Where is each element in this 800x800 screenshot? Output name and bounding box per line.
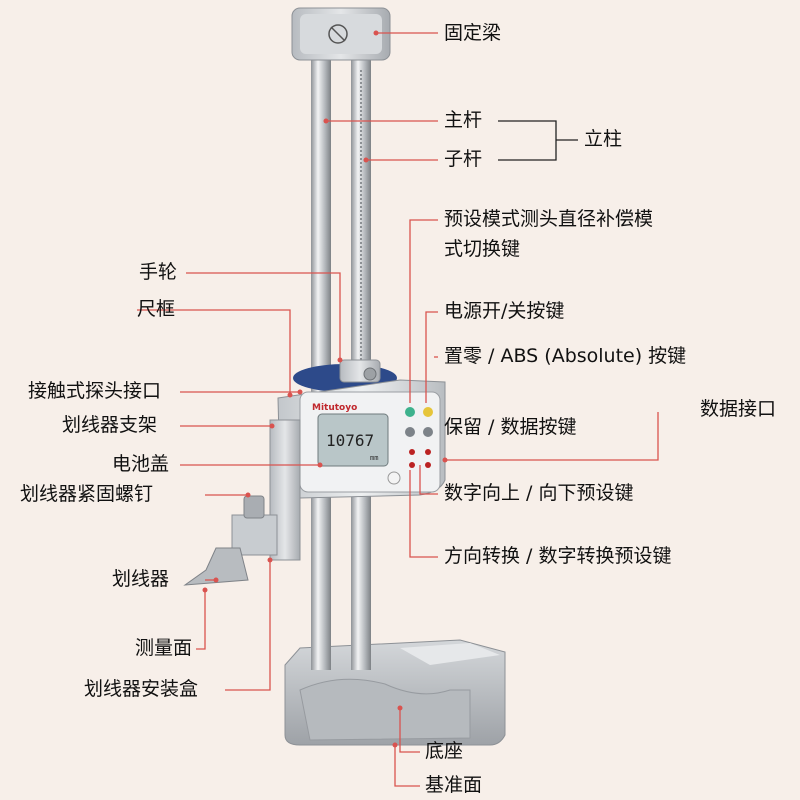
label-reference-face: 基准面 bbox=[425, 774, 483, 796]
slider-body: Mitutoyo 10767 mm bbox=[277, 379, 446, 499]
label-scriber-box: 划线器安装盒 bbox=[84, 678, 199, 700]
label-battery-cover: 电池盖 bbox=[112, 453, 170, 475]
preset-mode-button[interactable] bbox=[405, 407, 415, 417]
zero-abs-button[interactable] bbox=[405, 427, 415, 437]
label-slider: 尺框 bbox=[137, 298, 176, 320]
label-main-bar: 主杆 bbox=[444, 109, 483, 131]
label-data-port: 数据接口 bbox=[700, 398, 777, 420]
label-sub-bar: 子杆 bbox=[444, 148, 483, 170]
label-preset-mode-key: 预设模式测头直径补偿模 bbox=[444, 208, 654, 230]
label-power-key: 电源开/关按键 bbox=[444, 300, 565, 322]
label-scriber: 划线器 bbox=[112, 568, 170, 590]
hold-data-button[interactable] bbox=[423, 427, 433, 437]
leader-lines bbox=[137, 32, 659, 787]
label-measuring-face: 测量面 bbox=[135, 637, 193, 659]
lcd-display bbox=[317, 413, 389, 467]
display-unit: mm bbox=[370, 454, 378, 462]
label-handwheel: 手轮 bbox=[139, 261, 178, 283]
label-zero-abs-key: 置零 / ABS (Absolute) 按键 bbox=[444, 345, 687, 367]
power-button[interactable] bbox=[423, 407, 433, 417]
label-probe-port: 接触式探头接口 bbox=[28, 380, 162, 402]
scriber-assembly bbox=[183, 419, 301, 586]
label-hold-data-key: 保留 / 数据按键 bbox=[444, 416, 577, 438]
main-bar bbox=[311, 55, 331, 670]
label-fixed-beam: 固定梁 bbox=[444, 22, 502, 44]
label-scriber-screw: 划线器紧固螺钉 bbox=[20, 483, 154, 505]
brand-text: Mitutoyo bbox=[312, 403, 357, 413]
label-num-up-down-key: 数字向上 / 向下预设键 bbox=[444, 482, 634, 504]
label-base: 底座 bbox=[425, 740, 464, 762]
label-scriber-holder: 划线器支架 bbox=[62, 414, 158, 436]
label-direction-key: 方向转换 / 数字转换预设键 bbox=[444, 545, 672, 567]
label-column: 立柱 bbox=[584, 128, 623, 150]
column-bracket bbox=[498, 120, 578, 161]
label-preset-mode-key-2: 式切换键 bbox=[444, 238, 521, 260]
base-body bbox=[284, 639, 506, 746]
fixed-beam bbox=[291, 7, 391, 61]
display-value: 10767 bbox=[326, 431, 374, 450]
